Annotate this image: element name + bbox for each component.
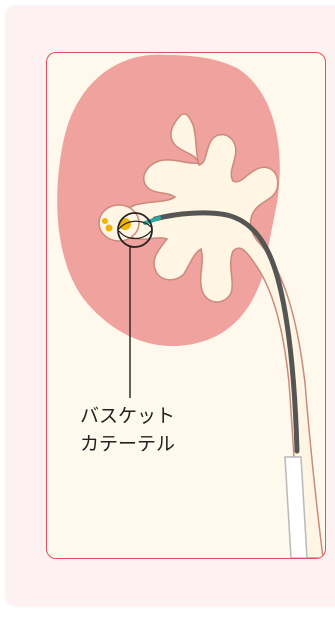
stone xyxy=(106,225,113,232)
basket-catheter-label: バスケット カテーテル xyxy=(80,402,175,458)
kidney-diagram xyxy=(47,53,326,559)
stone xyxy=(102,218,108,224)
diagram-frame xyxy=(46,52,326,559)
label-line-2: カテーテル xyxy=(80,430,175,458)
label-line-1: バスケット xyxy=(80,402,175,430)
